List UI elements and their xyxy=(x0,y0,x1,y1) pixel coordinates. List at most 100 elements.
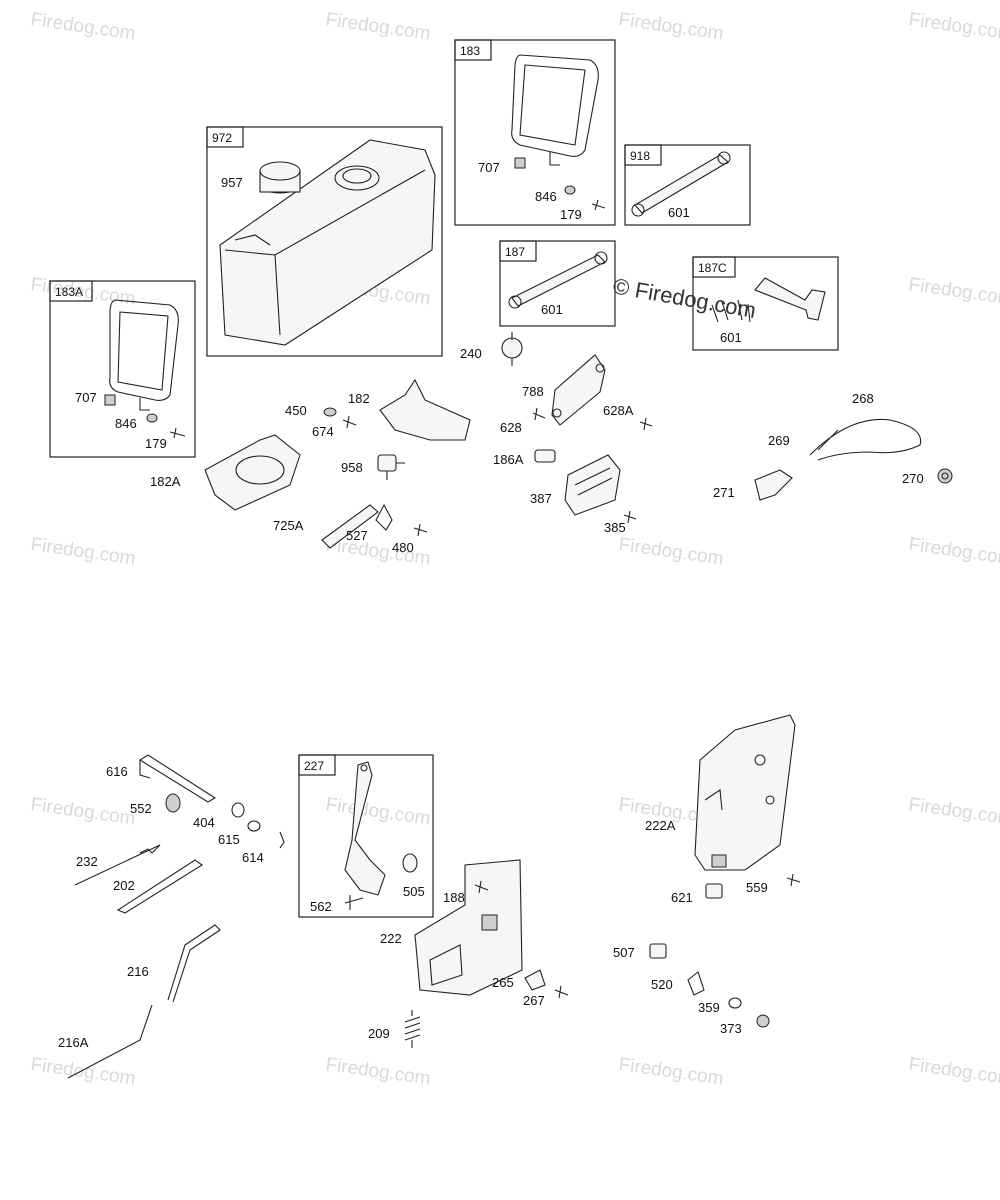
washer-359-drawing xyxy=(728,997,742,1009)
part-label: 240 xyxy=(460,346,482,361)
part-label: 601 xyxy=(720,330,742,345)
part-label: 628A xyxy=(603,403,634,418)
screw-562-drawing xyxy=(344,895,364,910)
clamp-527-drawing xyxy=(375,503,393,531)
washer-404-drawing xyxy=(231,802,245,818)
part-label: 480 xyxy=(392,540,414,555)
part-label: 216 xyxy=(127,964,149,979)
part-box-187C: 187C xyxy=(692,256,839,351)
box-label: 227 xyxy=(304,759,324,773)
part-label: 628 xyxy=(500,420,522,435)
nut-270-drawing xyxy=(937,468,953,484)
watermark: Firedog.com xyxy=(324,1054,432,1089)
screw-480-drawing xyxy=(413,523,428,537)
part-label: 846 xyxy=(535,189,557,204)
part-label: 267 xyxy=(523,993,545,1008)
part-label: 387 xyxy=(530,491,552,506)
part-label: 621 xyxy=(671,890,693,905)
part-label: 404 xyxy=(193,815,215,830)
watermark: Firedog.com xyxy=(907,1054,1000,1089)
part-label: 373 xyxy=(720,1021,742,1036)
lever-227-drawing xyxy=(344,761,386,896)
watermark: Firedog.com xyxy=(617,1054,725,1089)
shaft-616-drawing xyxy=(138,754,217,803)
watermark: Firedog.com xyxy=(29,534,137,569)
watermark: Firedog.com xyxy=(29,1054,137,1089)
watermark: Firedog.com xyxy=(907,534,1000,569)
screw-559-drawing xyxy=(786,873,801,887)
part-label: 182A xyxy=(150,474,181,489)
fuel-filter-240-drawing xyxy=(501,332,523,366)
part-label: 222 xyxy=(380,931,402,946)
part-label: 202 xyxy=(113,878,135,893)
part-label: 232 xyxy=(76,854,98,869)
part-label: 957 xyxy=(221,175,243,190)
part-label: 188 xyxy=(443,890,465,905)
part-label: 601 xyxy=(668,205,690,220)
bracket-222-drawing xyxy=(414,859,523,996)
part-label: 271 xyxy=(713,485,735,500)
part-box-183: 183 xyxy=(454,39,616,226)
watermark: Firedog.com xyxy=(29,9,137,44)
fuel-hose-187-drawing xyxy=(508,251,608,309)
hose-725a-drawing xyxy=(321,504,379,549)
part-label: 268 xyxy=(852,391,874,406)
watermark: Firedog.com xyxy=(29,274,137,309)
part-label: 552 xyxy=(130,801,152,816)
part-box-183A: 183A xyxy=(49,280,196,458)
nut-373-drawing xyxy=(756,1014,770,1028)
bracket-788-drawing xyxy=(551,354,606,426)
clip-507-drawing xyxy=(649,943,667,959)
part-label: 186A xyxy=(493,452,524,467)
box-label: 183 xyxy=(460,44,480,58)
part-label: 616 xyxy=(106,764,128,779)
rod-216a-drawing xyxy=(67,1004,153,1079)
fitting-186a-drawing xyxy=(534,449,556,463)
part-label: 270 xyxy=(902,471,924,486)
pin-614-drawing xyxy=(279,831,285,849)
part-label: 269 xyxy=(768,433,790,448)
tank-strap-183-drawing xyxy=(511,54,606,211)
bracket-182a-drawing xyxy=(204,434,301,511)
link-232-drawing xyxy=(74,844,161,886)
part-label: 179 xyxy=(145,436,167,451)
bushing-552-drawing xyxy=(165,793,181,813)
fuel-tank-drawing xyxy=(219,139,436,346)
screw-385-drawing xyxy=(623,510,637,524)
part-box-227: 227 xyxy=(298,754,434,918)
valve-958-drawing xyxy=(377,454,405,480)
rod-216-drawing xyxy=(167,924,221,1003)
part-label: 222A xyxy=(645,818,676,833)
part-label: 265 xyxy=(492,975,514,990)
watermark: Firedog.com xyxy=(907,274,1000,309)
box-label: 183A xyxy=(55,285,83,299)
part-label: 359 xyxy=(698,1000,720,1015)
clip-265-drawing xyxy=(524,969,546,991)
spring-209-drawing xyxy=(404,1010,421,1048)
screw-267-drawing xyxy=(554,985,569,999)
part-label: 507 xyxy=(613,945,635,960)
part-box-187: 187 xyxy=(499,240,616,327)
part-label: 385 xyxy=(604,520,626,535)
part-label: 182 xyxy=(348,391,370,406)
bolt-674-drawing xyxy=(342,415,357,429)
watermark: Firedog.com xyxy=(907,9,1000,44)
switch-621-drawing xyxy=(705,883,723,899)
washer-615-drawing xyxy=(247,820,261,832)
bolt-628-drawing xyxy=(532,407,546,421)
part-label: 450 xyxy=(285,403,307,418)
tank-strap-183a-drawing xyxy=(104,299,186,439)
part-label: 601 xyxy=(541,302,563,317)
watermark: Firedog.com xyxy=(907,794,1000,829)
part-label: 615 xyxy=(218,832,240,847)
part-box-918: 918 xyxy=(624,144,751,226)
bracket-520-drawing xyxy=(687,971,705,996)
part-label: 725A xyxy=(273,518,304,533)
part-label: 527 xyxy=(346,528,368,543)
part-label: 179 xyxy=(560,207,582,222)
part-label: 520 xyxy=(651,977,673,992)
part-label: 505 xyxy=(403,884,425,899)
part-label: 216A xyxy=(58,1035,89,1050)
control-plate-222a-drawing xyxy=(694,714,796,871)
